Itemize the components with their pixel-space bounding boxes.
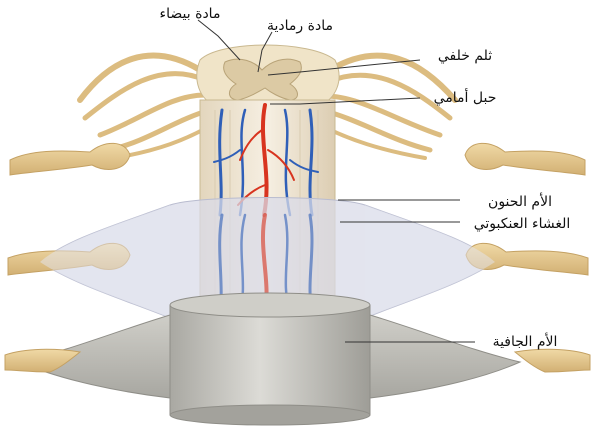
label-anterior-fissure: حبل أمامي <box>434 88 497 106</box>
arachnoid-left-fold <box>40 205 170 318</box>
label-arachnoid: الغشاء العنكبوتي <box>474 216 571 232</box>
lower-right-nerve <box>515 349 590 372</box>
label-posterior-sulcus: ثلم خلفي <box>438 48 492 64</box>
label-gray-matter: مادة رمادية <box>267 18 333 34</box>
dura-bottom-rim <box>170 405 370 425</box>
dura-cylinder <box>170 305 370 415</box>
upper-right-nerve <box>465 143 585 175</box>
label-white-matter: مادة بيضاء <box>160 6 221 22</box>
label-dura-mater: الأم الجافية <box>493 332 558 350</box>
dura-top-rim <box>170 293 370 317</box>
label-pia-mater: الأم الحنون <box>488 192 552 210</box>
upper-left-nerve <box>10 143 130 175</box>
